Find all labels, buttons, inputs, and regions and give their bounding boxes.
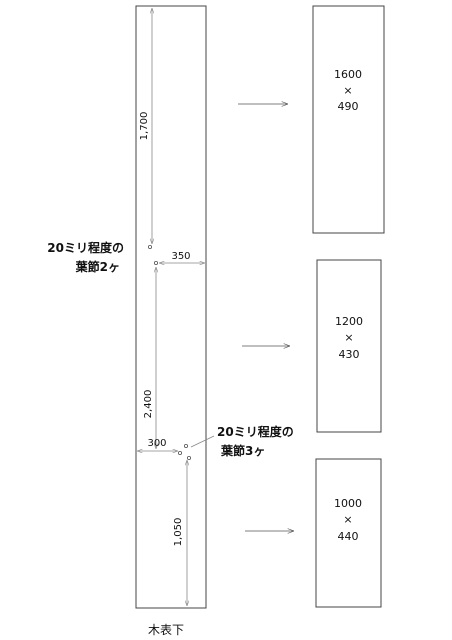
upper-knot-note-line2: 葉節2ヶ [75,259,120,274]
dim-label-top-section: 1,700 [139,112,150,141]
upper-knot-note-line1: 20ミリ程度の [47,240,124,255]
cut-piece-3-length: 1000 [334,497,362,510]
upper-knot-1 [147,244,152,249]
cut-piece-3 [315,458,382,608]
lower-knot-3 [186,455,191,460]
dim-label-upper-offset: 350 [171,251,190,262]
lower-knot-leader [190,435,215,448]
upper-knot-2 [153,260,158,265]
log-outline [135,5,207,609]
cut-piece-3-width: 440 [338,530,359,543]
cut-piece-3-times: × [343,513,352,526]
cut-piece-1-width: 490 [338,100,359,113]
cut-piece-2-width: 430 [339,348,360,361]
lower-knot-note-line1: 20ミリ程度の [217,424,294,439]
dim-label-lower-offset: 300 [147,438,166,449]
cut-piece-2 [316,259,382,433]
log-caption: 木表下 [148,623,184,637]
cut-piece-1 [312,5,385,234]
cut-piece-1-times: × [343,84,352,97]
cut-piece-2-length: 1200 [335,315,363,328]
lower-knot-1 [183,443,188,448]
lower-knot-2 [177,450,182,455]
cut-piece-1-length: 1600 [334,68,362,81]
lower-knot-note-line2: 葉節3ヶ [220,443,265,458]
dim-label-bottom-section: 1,050 [173,518,184,547]
cut-piece-2-times: × [344,331,353,344]
dim-label-middle-section: 2,400 [143,390,154,419]
